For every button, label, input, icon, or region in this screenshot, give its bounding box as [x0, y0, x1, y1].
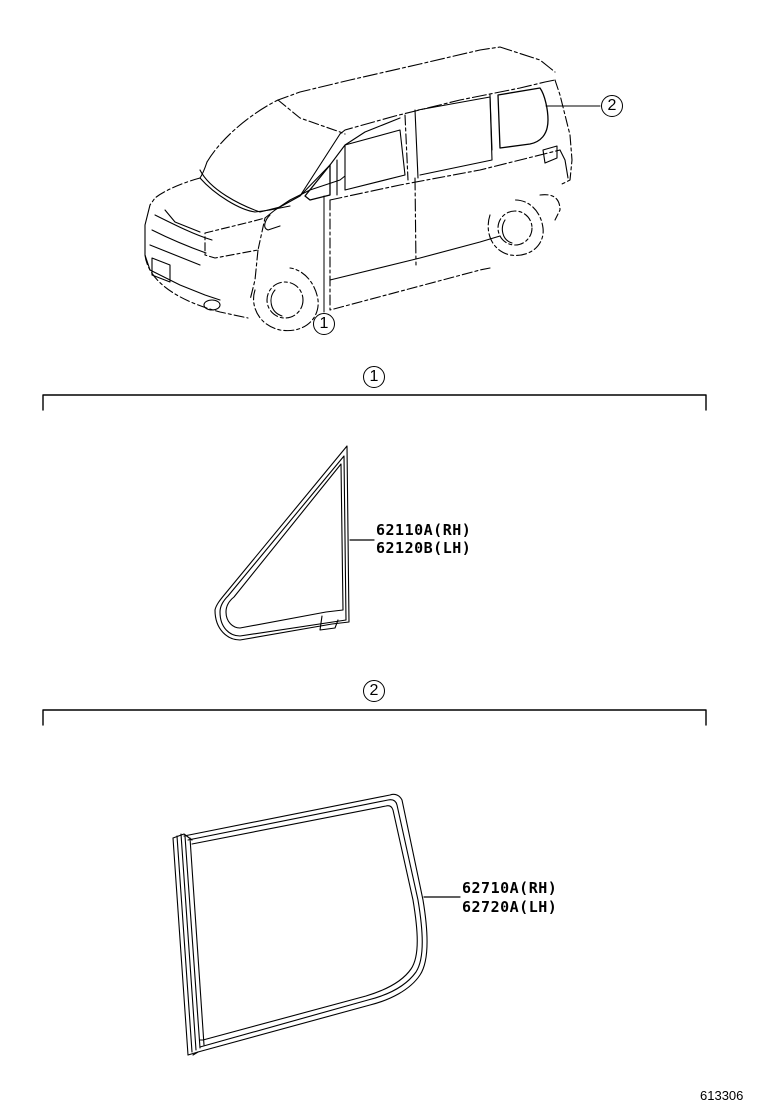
- part-number-62120B-lh[interactable]: 62120B(LH): [376, 539, 472, 557]
- section-1-callout: 1: [363, 366, 385, 388]
- front-quarter-window-glass-icon: [214, 445, 375, 641]
- section-2-callout: 2: [363, 680, 385, 702]
- part-number-62110A-rh[interactable]: 62110A(RH): [376, 521, 472, 539]
- figure-number: 613306: [700, 1088, 744, 1103]
- rear-quarter-window-glass-icon: [172, 793, 461, 1056]
- section-2-bracket: [42, 709, 707, 726]
- callout-2-vehicle: 2: [601, 95, 623, 117]
- callout-1-vehicle: 1: [313, 313, 335, 335]
- part-number-62710A-rh[interactable]: 62710A(RH): [462, 879, 558, 897]
- part-number-62720A-lh[interactable]: 62720A(LH): [462, 898, 558, 916]
- van-illustration: [144, 46, 601, 332]
- section-1-bracket: [42, 394, 707, 411]
